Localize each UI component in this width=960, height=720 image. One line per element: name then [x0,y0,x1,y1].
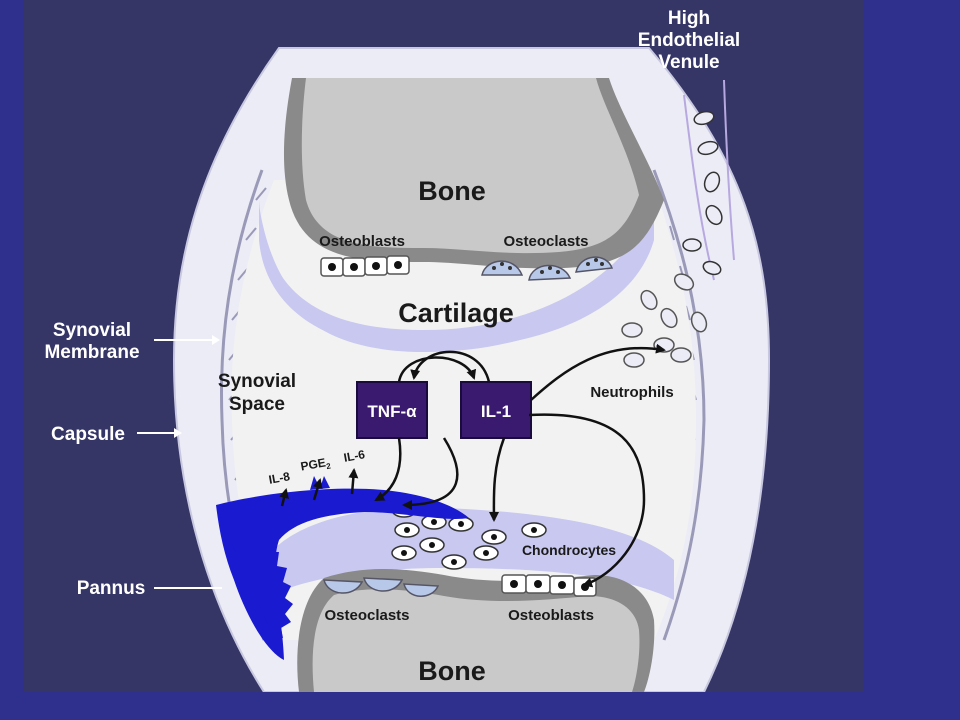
osteoclasts-bottom-label: Osteoclasts [324,607,409,624]
osteoblasts-bottom-label: Osteoblasts [508,607,594,624]
bottom-cartilage [264,507,674,600]
venule-label-1: High [668,8,710,29]
synovial-space-label-2: Space [229,394,285,415]
synovial-space-label-1: Synovial [218,371,296,392]
cartilage-label: Cartilage [398,298,514,328]
synovial-membrane-label-2: Membrane [44,342,139,363]
neutrophil-cells [621,273,708,368]
pointer-lines [137,339,222,589]
il1-box [460,381,532,439]
venule-cells [682,110,723,276]
venule-label-3: Venule [658,52,719,73]
joint-diagram: Bone Bone Cartilage Osteoblasts Osteocla… [24,0,864,693]
joint-illustration: Bone Bone Cartilage Osteoblasts Osteocla… [44,8,771,693]
capsule-label: Capsule [51,424,125,445]
osteoblasts-top-label: Osteoblasts [319,233,405,250]
tnf-alpha-box [356,381,428,439]
venule-label-2: Endothelial [638,30,740,51]
osteoclasts-bottom-cells [323,577,440,597]
bone-bottom-label: Bone [418,656,486,686]
neutrophils-label: Neutrophils [590,384,673,401]
osteoclasts-top-cells [481,256,614,281]
chondrocytes-label: Chondrocytes [522,542,616,558]
il1-label: IL-1 [481,402,511,421]
osteoclasts-top-label: Osteoclasts [503,233,588,250]
top-cartilage [259,200,654,350]
bone-top-label: Bone [418,176,486,206]
il6-label: IL-6 [343,447,367,465]
pannus-label: Pannus [77,578,146,599]
tnf-alpha-label: TNF-α [367,402,417,421]
pge2-label: PGE2 [299,454,332,475]
bottom-bone [312,589,640,692]
synovial-membrane-label-1: Synovial [53,320,131,341]
signal-arrows [279,343,666,588]
il8-label: IL-8 [268,469,292,487]
synovial-membrane-right [652,169,706,641]
venule-wall-right [723,79,735,261]
venule-wall-left [683,94,715,281]
top-bone [301,78,639,254]
